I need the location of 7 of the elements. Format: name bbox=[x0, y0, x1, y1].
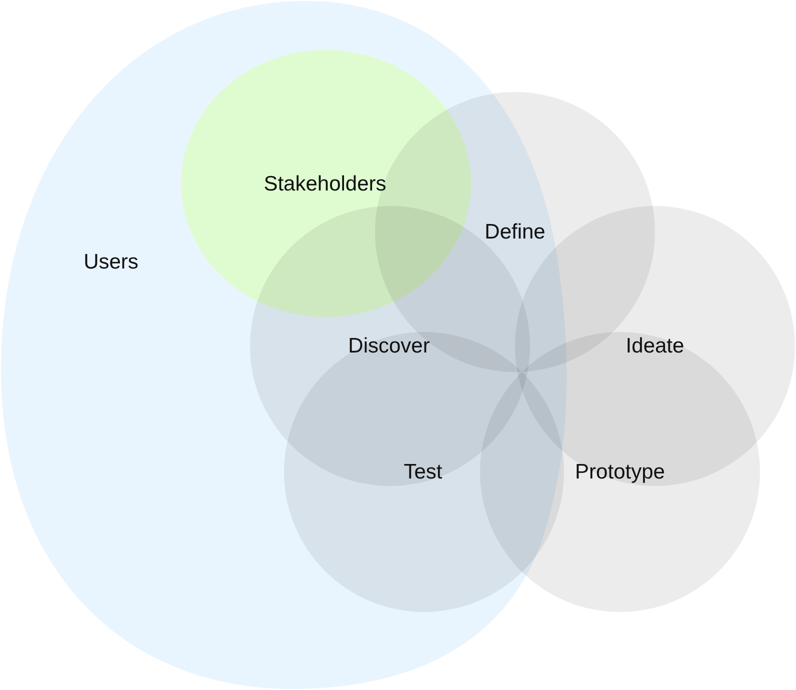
region-label: Prototype bbox=[575, 462, 665, 482]
region-label: Users bbox=[84, 252, 138, 272]
region-label: Define bbox=[484, 222, 546, 242]
region-label: Test bbox=[404, 462, 442, 482]
region-label: Stakeholders bbox=[264, 174, 386, 194]
region-label: Ideate bbox=[626, 336, 684, 356]
region-label: Discover bbox=[348, 336, 430, 356]
